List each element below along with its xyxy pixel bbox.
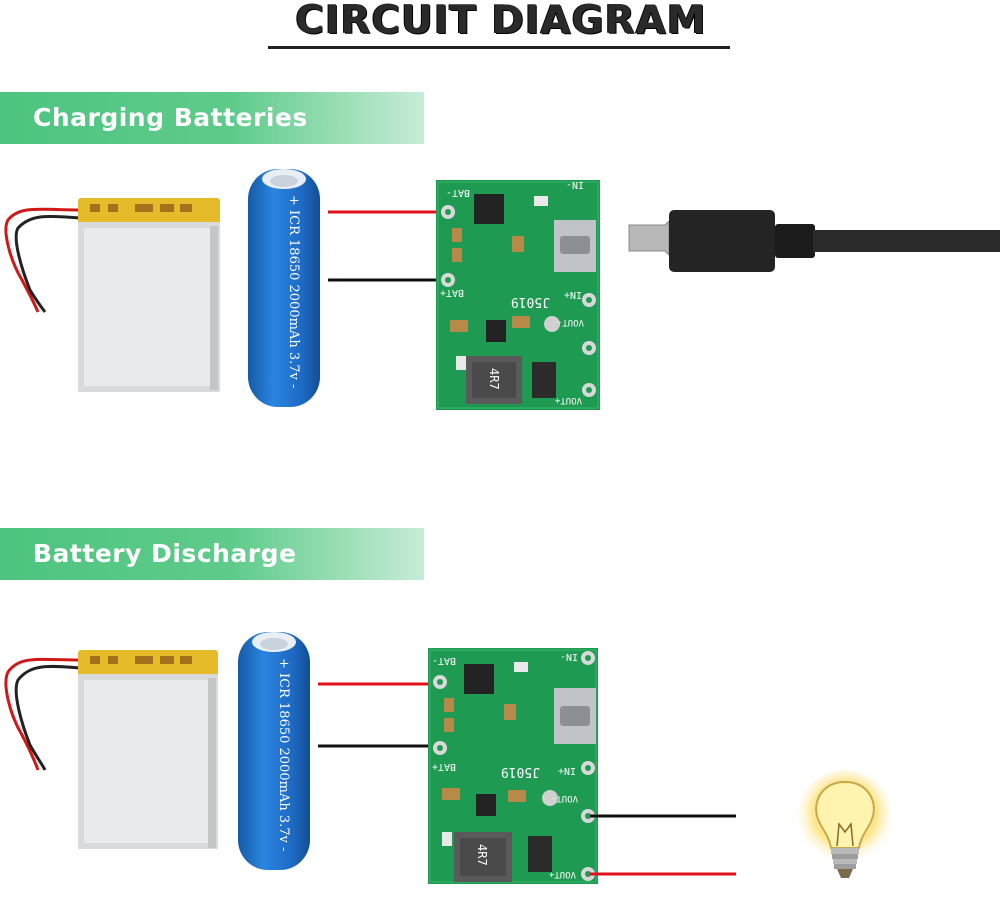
pad-label-vout-plus: VOUT+: [548, 869, 576, 879]
inductor-code: 4R7: [487, 368, 501, 390]
micro-usb-cable-icon: [628, 210, 1000, 272]
output-wires: [590, 814, 736, 876]
pad-label-bat-minus: BAT-: [432, 655, 456, 666]
section-heading-charging: Charging Batteries: [0, 92, 424, 144]
pad-label-bat-plus: BAT+: [440, 287, 464, 298]
section-heading-discharge: Battery Discharge: [0, 528, 424, 580]
cell-label: + ICR 18650 2000mAh 3.7v -: [276, 658, 291, 851]
charge-module-board: BAT- BAT+ IN- IN+ VOUT- VOUT+ J5019 4R7: [436, 179, 600, 410]
pad-label-vout-plus: VOUT+: [554, 395, 582, 405]
charge-module-board: BAT- BAT+ IN- IN+ VOUT- VOUT+ J5019 4R7: [428, 648, 598, 884]
cell-label: + ICR 18650 2000mAh 3.7v -: [286, 195, 301, 388]
inductor-code: 4R7: [475, 844, 489, 866]
battery-wires: [318, 682, 432, 748]
pad-label-bat-plus: BAT+: [432, 761, 456, 772]
lipo-battery-icon: [4, 198, 220, 392]
battery-wires: [328, 210, 440, 282]
pad-label-in-plus: IN+: [564, 289, 582, 300]
chip-code: J5019: [511, 294, 550, 309]
pad-label-in-plus: IN+: [558, 765, 576, 776]
diagram-title: CIRCUIT DIAGRAM: [295, 0, 707, 43]
light-bulb-icon: [797, 770, 893, 878]
title-underline: [268, 46, 730, 49]
pad-label-vout-minus: VOUT-: [551, 793, 578, 803]
pad-label-bat-minus: BAT-: [446, 187, 470, 198]
chip-code: J5019: [501, 764, 540, 779]
pad-label-in-minus: IN-: [560, 651, 578, 662]
lipo-battery-icon: [4, 650, 218, 849]
pad-label-vout-minus: VOUT-: [557, 317, 584, 327]
cylindrical-cell-icon: + ICR 18650 2000mAh 3.7v -: [248, 169, 320, 407]
pad-label-in-minus: IN-: [566, 179, 584, 190]
cylindrical-cell-icon: + ICR 18650 2000mAh 3.7v -: [238, 632, 310, 870]
